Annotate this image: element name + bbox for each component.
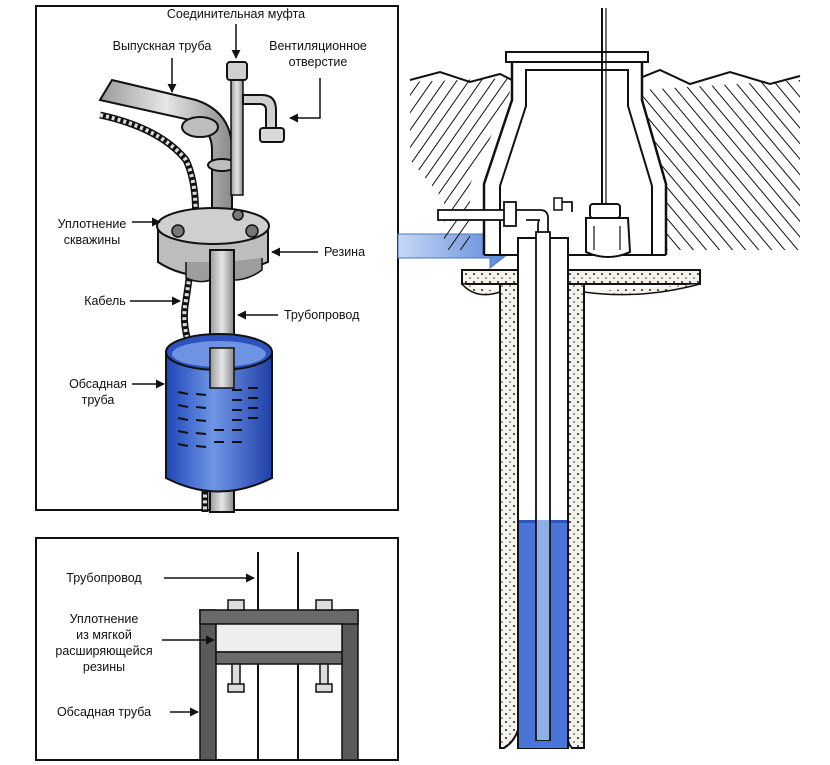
label-vent-line2: отверстие bbox=[289, 55, 348, 69]
casing-wall-left bbox=[199, 609, 217, 761]
borehole-wall-right bbox=[566, 283, 585, 749]
well-cross-section bbox=[409, 8, 801, 749]
soil-left bbox=[410, 78, 510, 250]
label-casing-line1: Обсадная bbox=[69, 377, 127, 391]
borehole-wall-left bbox=[499, 283, 519, 749]
soil-surface bbox=[409, 68, 801, 86]
pump-icon bbox=[585, 203, 632, 258]
coupling-fitting bbox=[226, 61, 248, 81]
label-well-seal-line2: скважины bbox=[64, 233, 120, 247]
label-outlet-pipe: Выпускная труба bbox=[113, 39, 212, 53]
bottom-panel-frame bbox=[35, 537, 399, 761]
casing-wall-right bbox=[341, 609, 359, 761]
label-pipeline: Трубопровод bbox=[284, 308, 360, 322]
pit-lid bbox=[505, 51, 649, 63]
label-bottom-seal-line4: резины bbox=[83, 660, 125, 674]
label-coupling: Соединительная муфта bbox=[167, 7, 305, 21]
elbow-joint bbox=[181, 116, 219, 138]
label-cable: Кабель bbox=[84, 294, 126, 308]
label-vent-line1: Вентиляционное bbox=[269, 39, 367, 53]
pit-floor bbox=[461, 269, 701, 285]
label-bottom-casing: Обсадная труба bbox=[57, 705, 151, 719]
label-bottom-pipeline: Трубопровод bbox=[66, 571, 142, 585]
label-rubber: Резина bbox=[324, 245, 365, 259]
seal-top-plate bbox=[199, 609, 359, 625]
label-bottom-seal-line1: Уплотнение bbox=[70, 612, 139, 626]
label-casing-line2: труба bbox=[82, 393, 115, 407]
leader-vent bbox=[289, 78, 321, 123]
pit-valve bbox=[503, 201, 517, 227]
label-bottom-seal-line3: расширяющейся bbox=[55, 644, 152, 658]
vent-pipe bbox=[230, 74, 244, 196]
label-bottom-seal-line2: из мягкой bbox=[76, 628, 132, 642]
casing-cylinder bbox=[165, 333, 273, 493]
vent-elbow bbox=[242, 94, 277, 131]
seal-bolts bbox=[227, 599, 333, 693]
label-well-seal-line1: Уплотнение bbox=[58, 217, 127, 231]
vent-cap bbox=[259, 127, 285, 143]
well-seal bbox=[156, 207, 270, 283]
seal-bottom-plate bbox=[215, 651, 343, 665]
soil-right bbox=[640, 80, 800, 250]
top-detail-panel: Соединительная муфта Выпускная труба Вен… bbox=[35, 5, 399, 513]
seal-rubber bbox=[215, 623, 343, 653]
bottom-detail-panel: Трубопровод Уплотнение из мягкой расширя… bbox=[35, 537, 399, 761]
